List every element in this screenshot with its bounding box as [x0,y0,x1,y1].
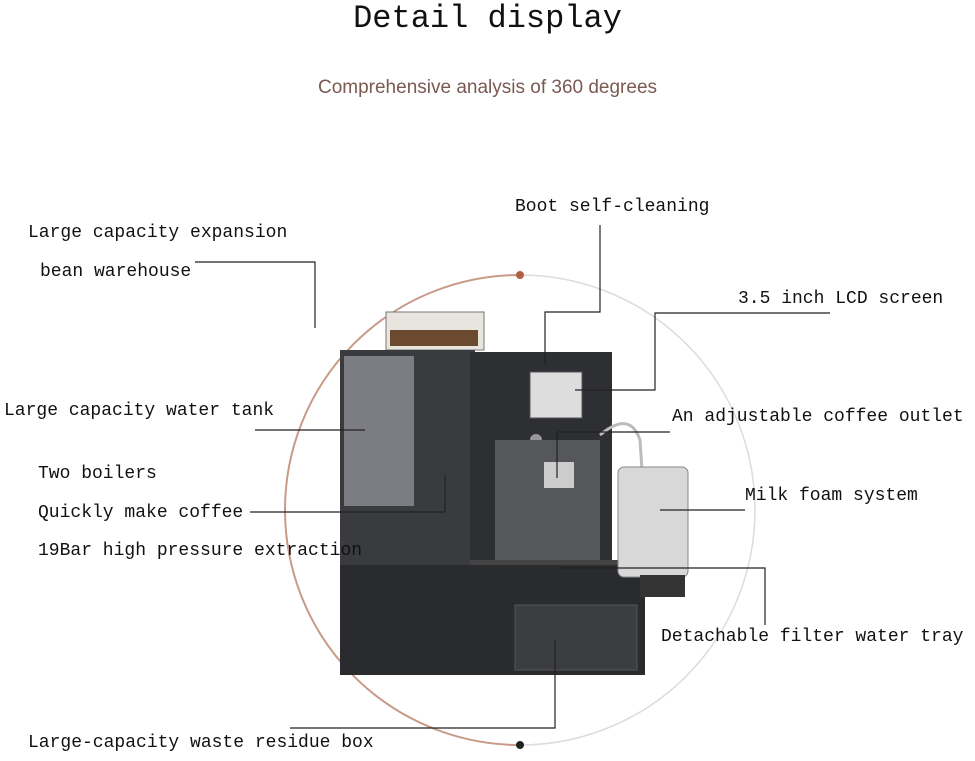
label-water-tray: Detachable filter water tray [661,627,964,647]
arc-dot-top [516,271,524,279]
label-waste-box: Large-capacity waste residue box [28,733,374,753]
page-title: Detail display [353,0,622,37]
arc-dot-bottom [516,741,524,749]
page-subtitle: Comprehensive analysis of 360 degrees [317,77,658,98]
lcd-screen [529,371,583,419]
coffee-outlet [544,462,574,488]
label-boot-self-cleaning: Boot self-cleaning [515,197,710,217]
circle-arc-right [519,274,756,746]
label-water-tank: Large capacity water tank [4,401,275,421]
label-coffee-outlet: An adjustable coffee outlet [672,407,964,427]
label-bean-warehouse-line2: bean warehouse [40,262,192,282]
label-milk-foam: Milk foam system [745,486,918,506]
milk-container [617,466,689,578]
label-quickly-make-coffee: Quickly make coffee [38,503,244,523]
label-lcd-screen: 3.5 inch LCD screen [738,289,944,309]
label-bean-warehouse-line1: Large capacity expansion [28,223,288,243]
leader-lines [195,225,830,729]
label-two-boilers: Two boilers [38,464,157,484]
label-high-pressure: 19Bar high pressure extraction [38,541,363,561]
circle-arc-left [284,274,521,746]
